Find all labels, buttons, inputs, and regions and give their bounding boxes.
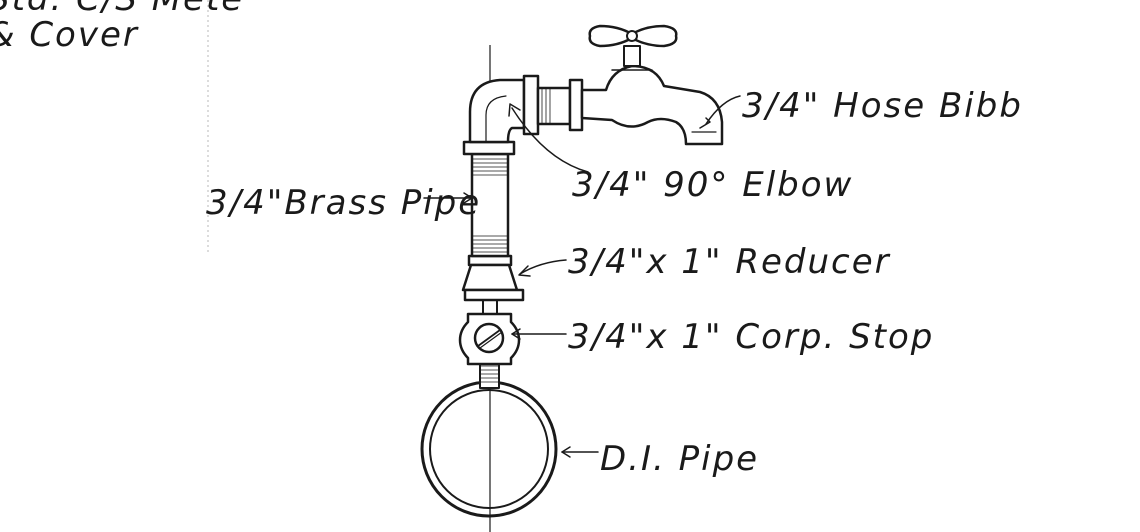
elbow-graphic <box>462 74 540 156</box>
tap-nipple-graphic <box>479 361 500 389</box>
meter-label-line2: & Cover <box>0 15 139 55</box>
bibb-nipple-graphic <box>536 78 584 132</box>
hose-bibb-label: 3/4" Hose Bibb <box>742 86 1023 126</box>
corp-stop-label: 3/4"x 1" Corp. Stop <box>568 317 934 357</box>
meter-label-line1: Std. C/S Mete <box>0 0 244 19</box>
brass-pipe-graphic <box>470 152 510 258</box>
leader-lines <box>423 95 741 458</box>
di-pipe-graphic <box>420 380 558 518</box>
di-pipe-label: D.I. Pipe <box>600 439 759 479</box>
corp-stop-graphic <box>458 299 521 366</box>
elbow-label: 3/4" 90° Elbow <box>572 165 853 205</box>
brass-pipe-label: 3/4"Brass Pipe <box>206 183 481 223</box>
reducer-graphic <box>461 254 525 302</box>
reducer-label: 3/4"x 1" Reducer <box>568 242 891 282</box>
hose-bibb-graphic <box>580 24 724 146</box>
